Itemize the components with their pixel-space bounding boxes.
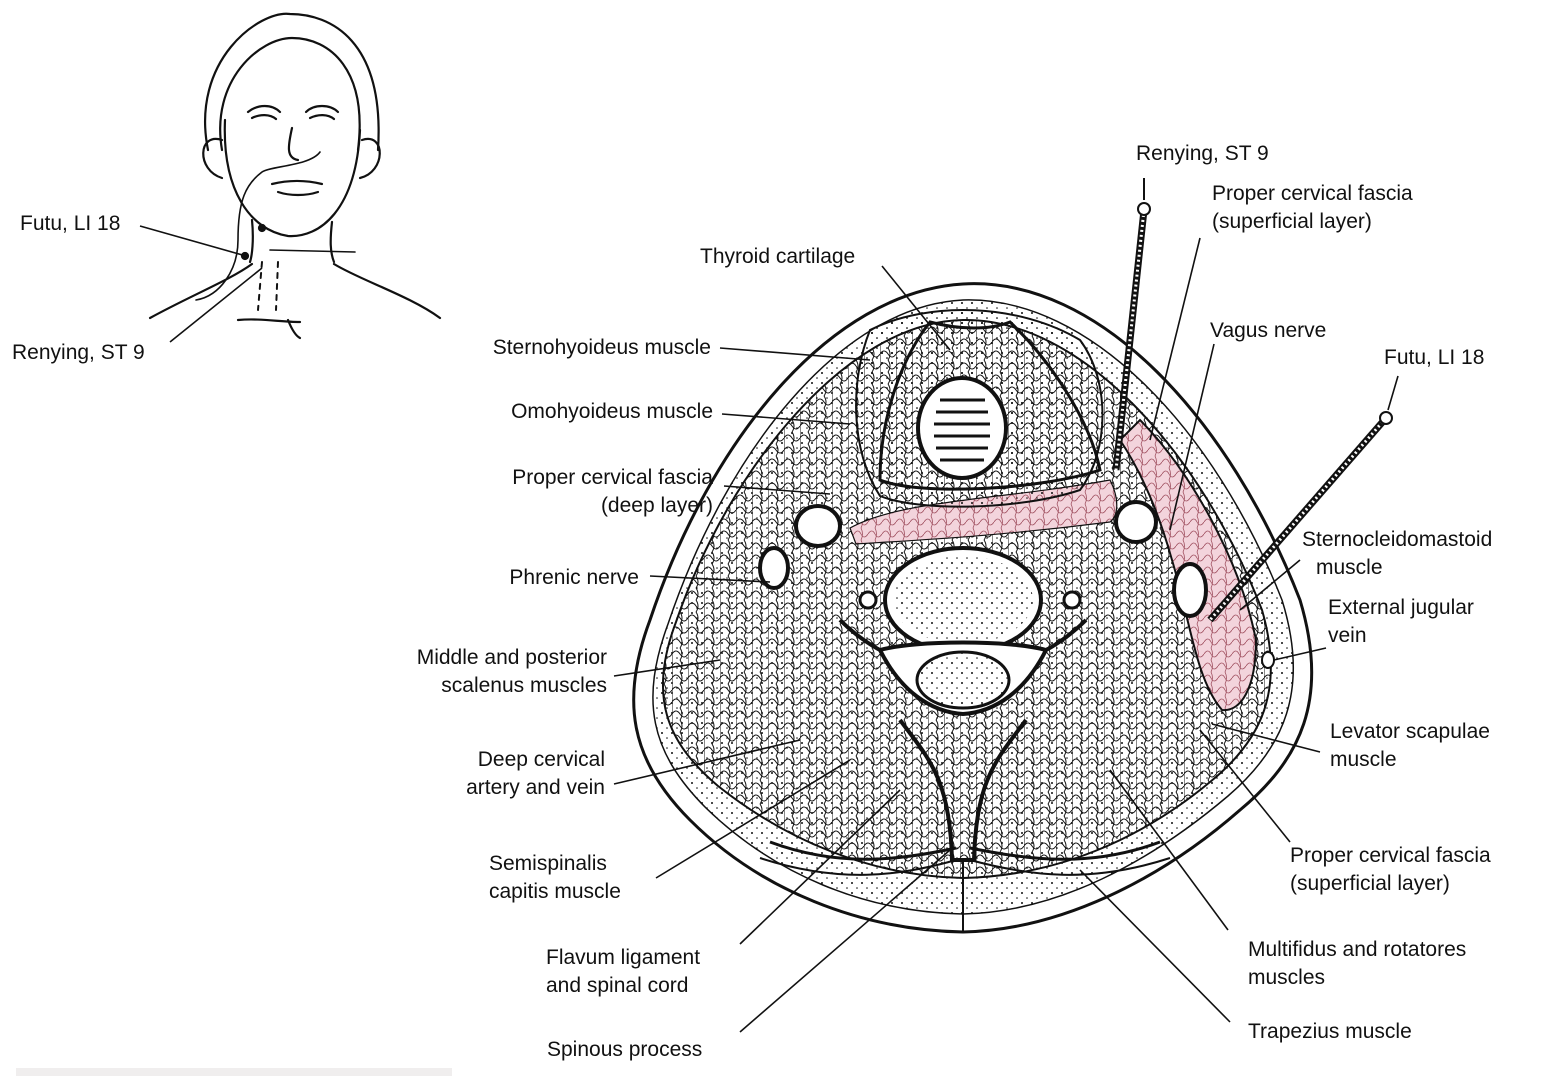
- label-levator-scapulae: Levator scapulae muscle: [1330, 720, 1490, 771]
- left-ear: [202, 137, 224, 180]
- hair-outline: [204, 12, 380, 152]
- label-flavum: Flavum ligament and spinal cord: [546, 946, 701, 997]
- head-label-renying: Renying, ST 9: [12, 341, 145, 364]
- thyroid-cartilage-shape: [878, 320, 1102, 491]
- needle-renying: [1112, 178, 1151, 471]
- label-spinous-process: Spinous process: [547, 1038, 703, 1061]
- right-ear: [358, 137, 381, 180]
- jugular-left: [758, 546, 790, 590]
- label-trapezius: Trapezius muscle: [1248, 1020, 1412, 1043]
- label-semispinalis: Semispinalis capitis muscle: [489, 852, 621, 903]
- label-proper-fascia-deep: Proper cervical fascia (deep layer): [512, 466, 713, 517]
- head-illustration: [148, 12, 442, 340]
- jugular-right: [1172, 562, 1208, 618]
- neck-cross-section: [632, 282, 1314, 934]
- label-phrenic-nerve: Phrenic nerve: [509, 566, 639, 589]
- carotid-right: [1114, 500, 1158, 544]
- face-outline: [223, 118, 362, 238]
- head-label-futu: Futu, LI 18: [20, 212, 121, 235]
- label-thyroid-cartilage: Thyroid cartilage: [700, 245, 856, 268]
- label-futu-li18: Futu, LI 18: [1384, 346, 1485, 369]
- label-renying-st9: Renying, ST 9: [1136, 142, 1269, 165]
- label-proper-fascia-superficial-bottom: Proper cervical fascia (superficial laye…: [1290, 844, 1491, 895]
- larynx: [916, 376, 1008, 480]
- label-deep-cervical: Deep cervical artery and vein: [466, 748, 605, 799]
- carotid-left: [794, 504, 842, 548]
- leader-lines: [613, 237, 1327, 1033]
- label-scalenus: Middle and posterior scalenus muscles: [416, 646, 607, 697]
- label-sternohyoideus: Sternohyoideus muscle: [492, 336, 711, 359]
- label-proper-fascia-superficial-top: Proper cervical fascia (superficial laye…: [1212, 182, 1413, 233]
- shoulders: [148, 262, 254, 320]
- label-omohyoideus: Omohyoideus muscle: [511, 400, 713, 423]
- external-jugular-vein-shape: [1261, 651, 1275, 669]
- label-external-jugular: External jugular vein: [1328, 596, 1474, 647]
- needle-futu: [1207, 375, 1399, 623]
- spinal-cord: [915, 650, 1011, 710]
- label-vagus-nerve: Vagus nerve: [1210, 319, 1327, 342]
- label-multifidus: Multifidus and rotatores muscles: [1248, 938, 1467, 989]
- label-sternocleidomastoid: Sternocleidomastoid muscle: [1302, 528, 1493, 579]
- meridian-line: [195, 151, 321, 301]
